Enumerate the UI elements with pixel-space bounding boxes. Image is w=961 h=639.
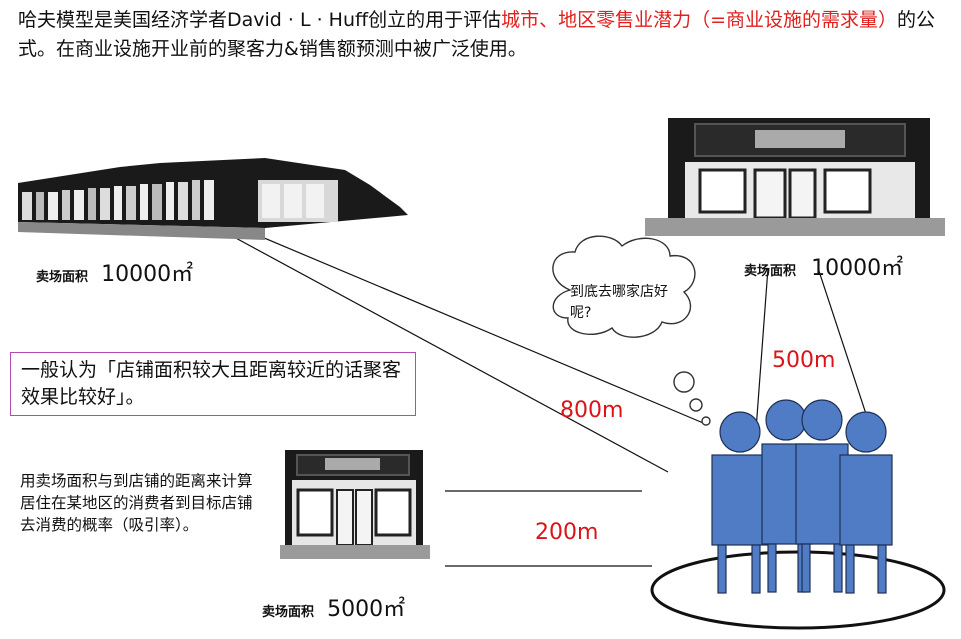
right-store-area-label: 卖场面积: [744, 264, 797, 279]
person-leg: [833, 543, 843, 593]
person-head: [845, 411, 887, 453]
distance-left-store: 800m: [560, 398, 624, 423]
left-store-building: [18, 158, 408, 240]
small-store-area-value: 5000㎡: [327, 597, 406, 622]
person-leg: [717, 544, 727, 594]
thought-bubble-text: 到底去哪家店好呢?: [570, 284, 668, 321]
right-store-area: 卖场面积 10000㎡: [744, 250, 903, 282]
intro-part2: 的公式。在商业设施开业前的聚客力&销售额预测中被广泛使用。: [18, 9, 936, 60]
person-head: [765, 399, 807, 441]
person-leg: [767, 543, 777, 593]
person-head: [719, 411, 761, 453]
person-body: [839, 454, 893, 546]
connection-lines: [231, 231, 869, 567]
thought-bubble: [552, 235, 711, 426]
callout-box: 一般认为「店铺面积较大且距离较近的话聚客效果比较好」。: [10, 352, 416, 416]
right-store-area-value: 10000㎡: [811, 256, 904, 281]
left-store-area-value: 10000㎡: [101, 262, 194, 287]
line-left-store-to-people-b: [231, 235, 669, 473]
probability-note: 用卖场面积与到店铺的距离来计算居住在某地区的消费者到目标店铺去消费的概率（吸引率…: [20, 472, 253, 534]
person-body: [711, 454, 771, 546]
person-leg: [801, 543, 811, 593]
people-group: [711, 399, 893, 594]
person-leg: [877, 544, 887, 594]
person-leg: [845, 544, 855, 594]
person-head: [801, 399, 843, 441]
small-store-area-label: 卖场面积: [262, 605, 315, 620]
right-store-building: [645, 118, 945, 236]
small-store-building: [280, 450, 430, 559]
intro-highlight: 城市、地区零售业潜力（=商业设施的需求量）: [501, 9, 898, 31]
line-right-store-to-people-a: [755, 267, 769, 431]
left-store-area-label: 卖场面积: [36, 270, 89, 285]
intro-part1: 哈夫模型是美国经济学者David · L · Huff创立的用于评估: [18, 9, 502, 31]
small-store-area: 卖场面积 5000㎡: [262, 591, 405, 623]
person-leg: [751, 544, 761, 594]
distance-small-store: 200m: [535, 520, 599, 545]
intro-text: 哈夫模型是美国经济学者David · L · Huff创立的用于评估城市、地区零…: [18, 6, 948, 64]
left-store-area: 卖场面积 10000㎡: [36, 256, 193, 288]
line-right-store-to-people-b: [817, 267, 869, 421]
line-left-store-to-people-a: [249, 231, 709, 426]
distance-right-store: 500m: [772, 348, 836, 373]
